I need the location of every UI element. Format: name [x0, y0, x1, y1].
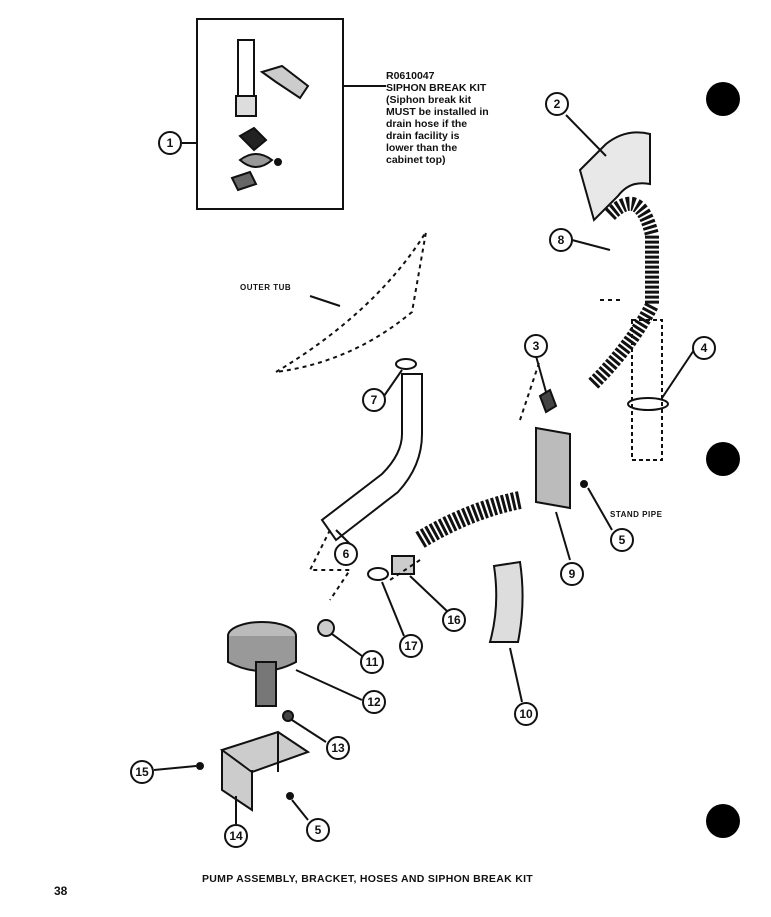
siphon-kit-text: R0610047 SIPHON BREAK KIT (Siphon break … [386, 70, 526, 166]
corrugated-hose [587, 196, 659, 390]
callout-5-lower: 5 [306, 818, 330, 842]
callout-4: 4 [692, 336, 716, 360]
siphon-kit-box [196, 18, 344, 210]
leader-11 [331, 633, 363, 657]
leader-4 [661, 349, 695, 399]
callout-14: 14 [224, 824, 248, 848]
binder-hole-middle [706, 442, 740, 476]
callout-15: 15 [130, 760, 154, 784]
callout-6: 6 [334, 542, 358, 566]
hose-cover [488, 560, 524, 643]
screw-5b [286, 792, 294, 800]
callout-12: 12 [362, 690, 386, 714]
callout-16: 16 [442, 608, 466, 632]
screw-5 [580, 480, 588, 488]
callout-3: 3 [524, 334, 548, 358]
binder-hole-top [706, 82, 740, 116]
leader-15 [153, 765, 197, 771]
clamp-17 [367, 567, 389, 581]
leader-17 [381, 581, 405, 637]
elbow-hose [578, 131, 651, 222]
kit-clip-2 [230, 170, 258, 192]
leader-13 [291, 719, 327, 743]
routing-dashes [308, 299, 620, 601]
callout-7: 7 [362, 388, 386, 412]
leader-outer-tub [309, 295, 341, 307]
clip-3 [538, 388, 558, 414]
leader-3 [535, 355, 547, 393]
pump-fitting-11 [317, 619, 335, 637]
leader-9 [555, 511, 571, 561]
pump-hose [320, 373, 423, 542]
leader-12 [295, 669, 363, 701]
callout-8: 8 [549, 228, 573, 252]
drain-hose [415, 491, 522, 548]
coupling-16 [391, 555, 415, 575]
screw-15 [196, 762, 204, 770]
stand-pipe [631, 319, 663, 461]
page-number: 38 [54, 884, 68, 898]
stand-pipe-clamp [627, 397, 669, 411]
leader-2 [565, 114, 607, 157]
kit-title: SIPHON BREAK KIT [386, 82, 487, 94]
grommet-13 [282, 710, 294, 722]
kit-clamp [238, 153, 274, 168]
kit-tube-cap [235, 95, 257, 117]
callout-9: 9 [560, 562, 584, 586]
binder-hole-bottom [706, 804, 740, 838]
clamp-7 [395, 358, 417, 370]
leader-5b [291, 799, 309, 821]
leader-16 [409, 575, 449, 613]
kit-clip [238, 126, 268, 152]
leader-8 [571, 239, 611, 251]
outer-tub-outline [275, 231, 427, 373]
callout-13: 13 [326, 736, 350, 760]
callout-1: 1 [158, 131, 182, 155]
bracket-plate [535, 426, 571, 510]
callout-5-upper: 5 [610, 528, 634, 552]
callout-17: 17 [399, 634, 423, 658]
outer-tub-label: OUTER TUB [240, 283, 292, 292]
kit-part-number: R0610047 [386, 70, 435, 82]
callout-10: 10 [514, 702, 538, 726]
kit-elbow [259, 64, 310, 100]
kit-note: (Siphon break kit MUST be installed in d… [386, 94, 489, 166]
pump-motor [255, 661, 277, 707]
leader-7 [383, 369, 403, 397]
stand-pipe-label: STAND PIPE [610, 510, 663, 519]
figure-caption: PUMP ASSEMBLY, BRACKET, HOSES AND SIPHON… [202, 873, 534, 885]
kit-screw [274, 158, 282, 166]
leader-10 [509, 647, 523, 703]
pump-bracket [219, 730, 311, 812]
callout-2: 2 [545, 92, 569, 116]
callout-11: 11 [360, 650, 384, 674]
leader-5a [587, 487, 613, 531]
